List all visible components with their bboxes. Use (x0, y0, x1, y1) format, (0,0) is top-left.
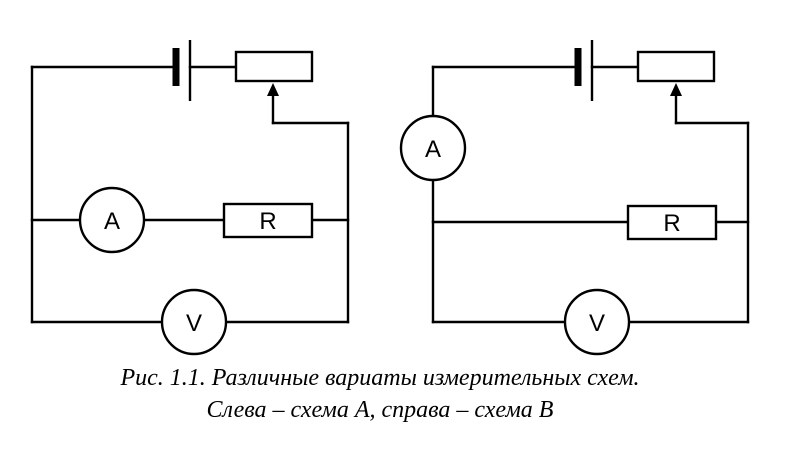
scheme-a-ammeter-label: A (104, 208, 120, 235)
scheme-b-voltmeter: V (563, 288, 631, 356)
scheme-b-ammeter: A (399, 114, 467, 182)
caption-line-2: Слева – схема А, справа – схема В (206, 397, 554, 423)
scheme-b-ammeter-label: A (425, 136, 441, 163)
scheme-a-resistor-label: R (259, 208, 276, 235)
scheme-b-voltmeter-label: V (589, 310, 605, 337)
scheme-a-battery (172, 40, 192, 101)
scheme-a-rheostat (234, 50, 314, 96)
scheme-b-slider-arrow-icon (670, 83, 682, 96)
scheme-b-rheostat (636, 50, 716, 96)
scheme-a-voltmeter-label: V (186, 310, 202, 337)
scheme-a: A R V (30, 40, 350, 356)
scheme-a-wires (30, 65, 350, 324)
figure-caption: Рис. 1.1. Различные вариаты измерительны… (0, 362, 760, 426)
scheme-a-voltmeter: V (160, 288, 228, 356)
scheme-b: A R V (399, 40, 750, 356)
scheme-a-slider-arrow-icon (267, 83, 279, 96)
caption-line-1: Рис. 1.1. Различные вариаты измерительны… (120, 365, 640, 391)
scheme-b-battery (574, 40, 594, 101)
scheme-a-ammeter: A (78, 186, 146, 254)
scheme-b-resistor: R (626, 204, 718, 241)
scheme-b-resistor-label: R (663, 210, 680, 237)
scheme-b-wires (431, 65, 750, 324)
scheme-a-resistor: R (222, 202, 314, 239)
